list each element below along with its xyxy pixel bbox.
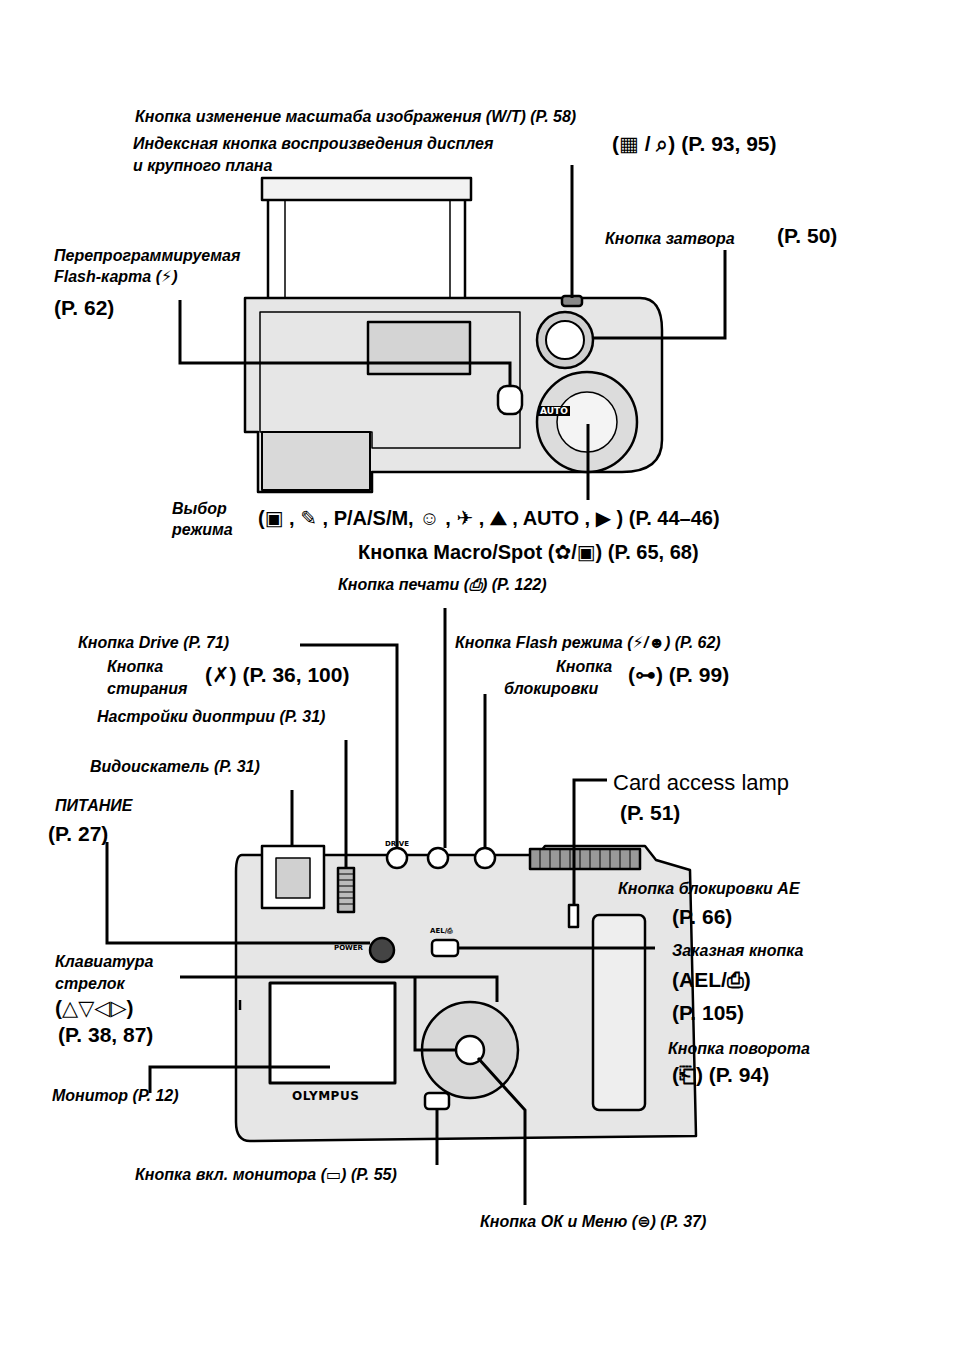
drive-button (387, 848, 407, 868)
callout-label: режима (172, 521, 233, 539)
callout-label: Кнопка изменение масштаба изображения (W… (135, 108, 576, 126)
leader-line (291, 790, 294, 846)
leader-line (571, 165, 574, 298)
callout-label: Выбор (172, 500, 227, 518)
callout-label: Кнопка Drive (P. 71) (78, 634, 229, 652)
card-door (593, 915, 645, 1110)
callout-label: и крупного плана (133, 157, 272, 175)
camera-marking: AEL/⎙ (430, 927, 453, 935)
leader-line (107, 842, 370, 943)
callout-label: Заказная кнопка (672, 942, 804, 960)
callout-label: Кнопка затвора (605, 230, 735, 248)
callout-label: Кнопка блокировки AE (618, 880, 800, 898)
callout-label: Индексная кнопка воспроизведения дисплея (133, 135, 493, 153)
callout-label: (P. 38, 87) (58, 1023, 153, 1047)
camera-marking: OLYMPUS (292, 1090, 359, 1104)
callout-label: Кнопка печати (⎙) (P. 122) (338, 576, 547, 594)
hot-shoe (368, 322, 470, 374)
camera-marking: POWER (334, 944, 363, 952)
leader-line (587, 424, 590, 500)
callout-label: стирания (107, 680, 187, 698)
callout-label: (▦ / ⌕) (P. 93, 95) (612, 132, 777, 156)
flash-button (498, 386, 522, 414)
leader-line (478, 1058, 525, 1205)
leader-line (444, 608, 447, 848)
callout-label: Card access lamp (613, 770, 789, 795)
callout-label: (△▽◁▷) (55, 996, 134, 1020)
callout-label: (▣ , ✎ , P/A/S/M, ☺ , ✈ , ⛰ , AUTO , ▶ )… (258, 507, 720, 530)
callout-label: (✗) (P. 36, 100) (205, 663, 349, 687)
camera-top-view (245, 178, 662, 492)
callout-label: Кнопка ОК и Меню (⊜) (P. 37) (480, 1213, 706, 1231)
callout-label: блокировки (504, 680, 598, 698)
callout-label: (AEL/⎙) (672, 968, 751, 992)
lens-ring (262, 178, 471, 200)
camera-body (245, 298, 662, 492)
card-access-lamp (569, 905, 578, 927)
callout-label: Кнопка (107, 658, 163, 676)
leader-line (345, 740, 348, 868)
leader-line (484, 694, 487, 848)
callout-label: (⊶) (P. 99) (628, 663, 729, 687)
callout-label: стрелок (55, 975, 125, 993)
ael-button (432, 940, 458, 956)
macro-button (428, 848, 448, 868)
callout-label: (P. 105) (672, 1001, 744, 1025)
callout-label: Настройки диоптрии (P. 31) (97, 708, 325, 726)
camera-marking: AUTO (538, 406, 570, 416)
callout-label: Видоискатель (P. 31) (90, 758, 260, 776)
callout-label: Кнопка Macro/Spot (✿/▣) (P. 65, 68) (358, 541, 699, 564)
callout-label: Кнопка поворота (668, 1040, 810, 1058)
power-button (370, 938, 394, 962)
shutter-button (537, 312, 593, 368)
grip-ridge (530, 849, 640, 869)
leader-line (415, 977, 456, 1050)
callout-label: Кнопка вкл. монитора (▭) (P. 55) (135, 1166, 397, 1184)
leader-line (436, 1109, 439, 1165)
leader-line (180, 300, 510, 386)
callout-label: (P. 66) (672, 905, 732, 929)
callout-label: (⎗) (P. 94) (672, 1063, 769, 1087)
diopter-wheel (338, 868, 354, 912)
callout-label: Кнопка Flash режима (⚡/☻) (P. 62) (455, 634, 721, 652)
flash-mode-button (475, 848, 495, 868)
callout-label: (P. 50) (777, 224, 837, 248)
callout-label: Кнопка (556, 658, 612, 676)
callout-label: (P. 27) (48, 822, 108, 846)
leader-line (180, 977, 497, 1002)
leader-line (593, 250, 725, 338)
callout-label: Перепрограммируемая (54, 247, 240, 265)
leader-line (574, 780, 607, 905)
callout-label: Flash-карта (⚡) (54, 268, 178, 286)
camera-marking: DRIVE (385, 840, 409, 848)
leader-line (458, 947, 655, 950)
callout-label: (P. 51) (620, 801, 680, 825)
callout-label: Клавиатура (55, 953, 153, 971)
callout-label: Монитор (P. 12) (52, 1087, 179, 1105)
callout-label: (P. 62) (54, 296, 114, 320)
monitor-button (425, 1093, 449, 1109)
viewfinder (262, 846, 324, 908)
callout-label: ПИТАНИЕ (55, 797, 132, 815)
